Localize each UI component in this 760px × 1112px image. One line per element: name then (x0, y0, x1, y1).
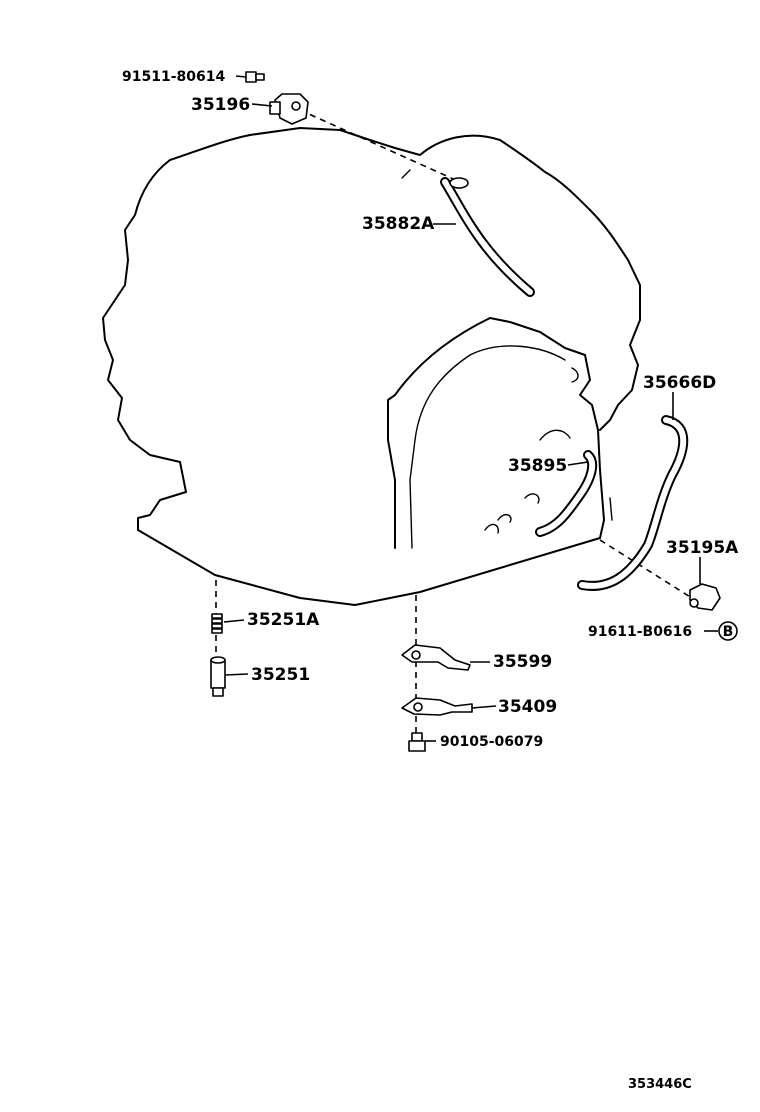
hose-35882a (440, 177, 535, 297)
bolt-90105-06079 (408, 732, 426, 752)
part-label-35666d: 35666D (643, 373, 716, 393)
part-label-35895: 35895 (508, 456, 567, 476)
bolt-91511-80614 (245, 71, 265, 83)
clamp-35195a (689, 583, 721, 611)
part-label-91611-b0616: 91611-B0616 (588, 624, 692, 640)
part-label-35195a: 35195A (666, 538, 739, 558)
bracket-35599 (401, 644, 471, 671)
spring-35251a (211, 613, 223, 634)
part-label-35196: 35196 (191, 95, 250, 115)
illustration-code: 353446C (628, 1077, 692, 1092)
part-label-35251a: 35251A (247, 610, 320, 630)
bracket-35409 (401, 697, 473, 716)
leader-lines (223, 75, 718, 742)
reference-marker-b: B (718, 621, 738, 641)
part-label-35882a: 35882A (362, 214, 435, 234)
hose-35895 (535, 450, 598, 537)
hose-35666d (577, 415, 689, 591)
valve-35251 (210, 656, 226, 697)
clamp-35196 (269, 93, 309, 125)
part-label-35251: 35251 (251, 665, 310, 685)
part-label-35599: 35599 (493, 652, 552, 672)
part-label-35409: 35409 (498, 697, 557, 717)
reference-marker-label: B (723, 624, 734, 640)
transmission-case (102, 127, 641, 606)
part-label-90105-06079: 90105-06079 (440, 734, 543, 750)
assembly-guide-lines (215, 109, 696, 745)
part-label-91511-80614: 91511-80614 (122, 69, 225, 85)
part-labels: 91511-80614 35196 35882A 35666D 35895 35… (122, 69, 739, 750)
